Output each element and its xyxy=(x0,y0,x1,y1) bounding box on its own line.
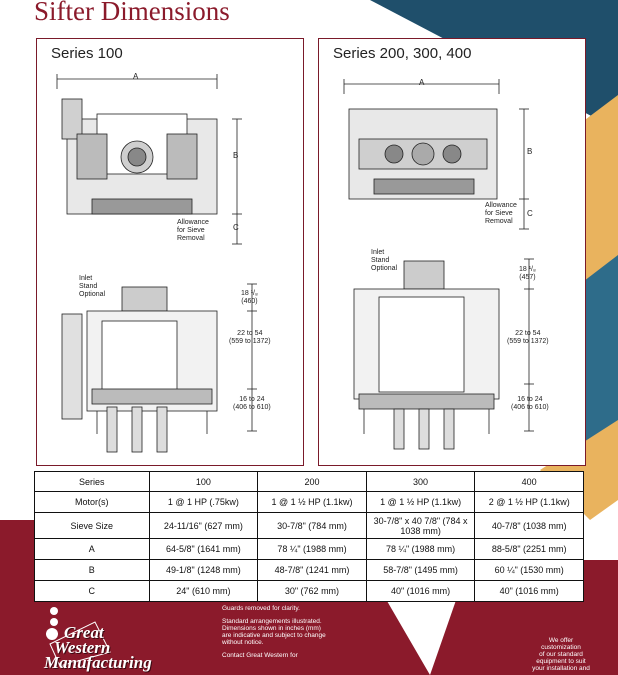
table-header-cell: 400 xyxy=(474,471,584,492)
dim-c-right: C xyxy=(527,209,533,218)
table-row: Sieve Size 24-11/16" (627 mm) 30-7/8" (7… xyxy=(34,512,584,539)
table-cell: A xyxy=(34,538,150,560)
dim-a-left: A xyxy=(133,72,139,81)
table-cell: 30" (762 mm) xyxy=(257,580,367,602)
dim-height-right: 22 to 54 (559 to 1372) xyxy=(507,330,549,345)
table-cell: 1 @ 1 ½ HP (1.1kw) xyxy=(365,491,476,513)
logo-circles-icon xyxy=(46,607,111,667)
spec-table: Series 100 200 300 400 Motor(s) 1 @ 1 HP… xyxy=(34,471,584,602)
dim-b-left: B xyxy=(233,151,239,160)
inlet-note-right: Inlet Stand Optional xyxy=(371,249,398,272)
series-100-panel: Series 100 xyxy=(36,38,304,466)
dim-legs-left: 16 to 24 (406 to 610) xyxy=(233,396,271,411)
dim-legs-right: 16 to 24 (406 to 610) xyxy=(511,396,549,411)
table-cell: 30-7/8" x 40 7/8" (784 x 1038 mm) xyxy=(365,512,476,539)
table-cell: 58-7/8" (1495 mm) xyxy=(365,559,476,581)
dim-inlet-left: 18 ¹/₈ (460) xyxy=(241,290,258,305)
table-header-row: Series 100 200 300 400 xyxy=(34,471,584,492)
footnote-standard: Standard arrangements illustrated. Dimen… xyxy=(222,618,326,646)
allowance-note-left: Allowance for Sieve Removal xyxy=(177,219,209,242)
dim-a-right: A xyxy=(419,78,425,87)
company-logo: Great Western Manufacturing xyxy=(40,604,220,674)
dim-inlet-right: 18 ¹/₈ (457) xyxy=(519,266,536,281)
table-cell: 78 ¼" (1988 mm) xyxy=(257,538,367,560)
table-header-cell: 200 xyxy=(257,471,367,492)
customization-offer: We offer customization of our standard e… xyxy=(532,637,590,672)
allowance-note-right: Allowance for Sieve Removal xyxy=(485,202,517,225)
table-header-cell: 100 xyxy=(148,471,259,492)
table-row: B 49-1/8" (1248 mm) 48-7/8" (1241 mm) 58… xyxy=(34,559,584,581)
logo-western: Western xyxy=(54,638,111,657)
table-row: C 24" (610 mm) 30" (762 mm) 40" (1016 mm… xyxy=(34,580,584,602)
gold-lower xyxy=(540,420,618,520)
table-cell: 30-7/8" (784 mm) xyxy=(257,512,367,539)
table-header-cell: 300 xyxy=(365,471,476,492)
table-cell: 2 @ 1 ½ HP (1.1kw) xyxy=(474,491,584,513)
table-cell: 49-1/8" (1248 mm) xyxy=(148,559,259,581)
table-cell: 24-11/16" (627 mm) xyxy=(148,512,259,539)
inlet-note-left: Inlet Stand Optional xyxy=(79,275,106,298)
table-cell: B xyxy=(34,559,150,581)
panel-title-left: Series 100 xyxy=(51,45,123,62)
footnote-guards: Guards removed for clarity. xyxy=(222,605,300,612)
dim-height-left: 22 to 54 (559 to 1372) xyxy=(229,330,271,345)
dim-c-left: C xyxy=(233,223,239,232)
table-cell: 40" (1016 mm) xyxy=(474,580,584,602)
table-cell: 78 ¼" (1988 mm) xyxy=(365,538,476,560)
series-100-drawing xyxy=(56,74,257,453)
table-cell: 48-7/8" (1241 mm) xyxy=(257,559,367,581)
series-200-400-drawing xyxy=(343,79,534,450)
table-header-cell: Series xyxy=(34,471,150,492)
table-cell: 1 @ 1 HP (.75kw) xyxy=(148,491,259,513)
page-title: Sifter Dimensions xyxy=(34,0,230,26)
logo-manufacturing: Manufacturing xyxy=(44,653,152,672)
table-cell: 40" (1016 mm) xyxy=(365,580,476,602)
footnote-contact: Contact Great Western for xyxy=(222,652,298,659)
table-cell: 60 ¼" (1530 mm) xyxy=(474,559,584,581)
table-cell: 40-7/8" (1038 mm) xyxy=(474,512,584,539)
table-cell: 88-5/8" (2251 mm) xyxy=(474,538,584,560)
table-cell: Motor(s) xyxy=(34,491,150,513)
table-cell: 1 @ 1 ½ HP (1.1kw) xyxy=(257,491,367,513)
table-cell: Sieve Size xyxy=(34,512,150,539)
table-cell: 64-5/8" (1641 mm) xyxy=(148,538,259,560)
panel-title-right: Series 200, 300, 400 xyxy=(333,45,472,62)
dim-b-right: B xyxy=(527,147,533,156)
footnotes: Guards removed for clarity. Standard arr… xyxy=(222,605,326,665)
logo-great: Great xyxy=(64,623,104,642)
table-row: A 64-5/8" (1641 mm) 78 ¼" (1988 mm) 78 ¼… xyxy=(34,538,584,560)
series-200-400-panel: Series 200, 300, 400 xyxy=(318,38,586,466)
table-cell: C xyxy=(34,580,150,602)
table-row: Motor(s) 1 @ 1 HP (.75kw) 1 @ 1 ½ HP (1.… xyxy=(34,491,584,513)
table-cell: 24" (610 mm) xyxy=(148,580,259,602)
